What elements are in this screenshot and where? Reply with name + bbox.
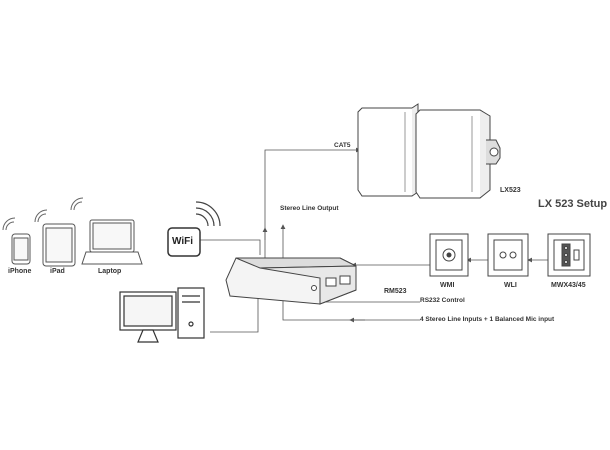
iphone-label: iPhone: [8, 268, 32, 275]
wifi-line: [200, 239, 261, 255]
inputs-line: [282, 300, 420, 321]
speaker-right: [415, 109, 487, 199]
laptop-illustration: [70, 197, 143, 265]
ipad-label: iPad: [50, 268, 65, 275]
stereo-out-label: Stereo Line Output: [280, 205, 339, 212]
iphone-illustration: [2, 217, 31, 265]
speakers-label: LX523: [500, 187, 521, 194]
wifi-signal-icon: [195, 201, 221, 227]
wmi-label: WMI: [440, 282, 455, 289]
computer-line: [210, 284, 261, 333]
amplifier-rm523: [225, 257, 357, 305]
iphone-signal-icon: [2, 217, 16, 231]
speakers-illustration: [357, 103, 501, 199]
wifi-router: [167, 201, 221, 257]
inputs-label: 4 Stereo Line Inputs + 1 Balanced Mic in…: [420, 316, 555, 323]
amplifier-label: RM523: [384, 288, 407, 295]
speaker-left: [357, 107, 417, 197]
ipad-signal-icon: [34, 209, 48, 223]
connection-lines: [200, 147, 548, 333]
rs232-label: RS232 Control: [420, 297, 465, 304]
mwx-label: MWX43/45: [551, 282, 586, 289]
wall-plate-mwx: [547, 233, 591, 277]
desktop-computer: [119, 287, 205, 343]
wifi-label: WiFi: [172, 236, 194, 247]
laptop-signal-icon: [70, 197, 84, 211]
wall-plate-wli: [487, 233, 529, 277]
wall-plate-wmi: [429, 233, 469, 277]
cat5-label: CAT5: [334, 142, 351, 149]
cat5-line: [264, 147, 361, 260]
laptop-label: Laptop: [98, 268, 122, 275]
wli-label: WLI: [504, 282, 517, 289]
diagram-title: LX 523 Setup: [538, 198, 608, 210]
ipad-illustration: [34, 209, 76, 267]
